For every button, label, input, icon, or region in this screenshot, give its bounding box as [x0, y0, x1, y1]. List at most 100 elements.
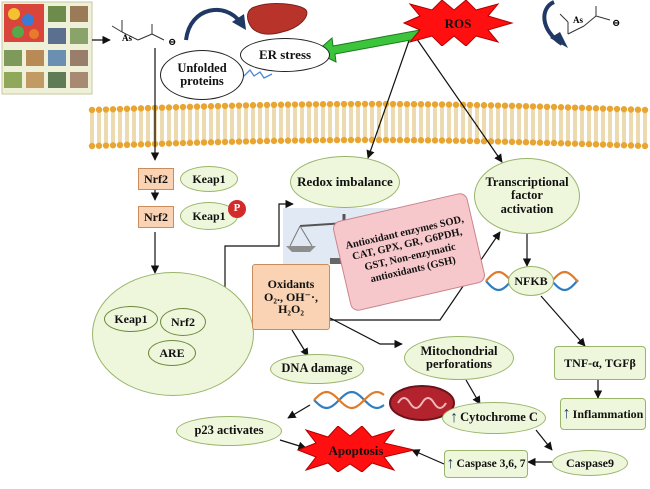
phospho-p-badge-icon: P [228, 200, 246, 218]
lipid-head [221, 138, 229, 146]
lipid-head [179, 103, 187, 111]
lipid-head [165, 140, 173, 147]
lipid-head [424, 101, 432, 108]
lipid-head [438, 101, 446, 108]
lipid-head [375, 100, 383, 108]
lipid-head [130, 105, 138, 112]
lipid-head [494, 138, 502, 145]
lipid-head [396, 100, 404, 108]
lipid-head [242, 138, 250, 145]
lipid-head [221, 102, 229, 110]
lipid-head [613, 105, 621, 113]
lipid-head [403, 100, 411, 108]
lipid-head [249, 102, 257, 109]
lipid-head [431, 137, 439, 144]
lipid-head [375, 136, 383, 144]
increase-arrow-icon: ↑ [446, 454, 455, 472]
increase-arrow-icon: ↑ [562, 404, 571, 422]
ros-label: ROS [445, 16, 472, 31]
lipid-head [403, 136, 411, 144]
lipid-head [263, 137, 271, 145]
lipid-head [312, 137, 320, 144]
lipid-head [158, 104, 166, 111]
apoptosis-label: Apoptosis [329, 443, 384, 458]
lipid-head [515, 138, 523, 146]
lipid-head [522, 103, 530, 110]
increase-arrow-icon: ↑ [450, 408, 459, 426]
lipid-head [361, 100, 369, 108]
mitochondrion-icon [389, 385, 455, 421]
lipid-head [417, 101, 425, 108]
lipid-head [214, 138, 222, 146]
lipid-head [606, 105, 614, 112]
lipid-head [494, 102, 502, 109]
lipid-head [235, 138, 243, 145]
lipid-head [347, 100, 355, 108]
er-stress-node: ER stress [240, 38, 330, 72]
lipid-head [298, 101, 306, 108]
lipid-head [319, 101, 327, 108]
lipid-head [354, 136, 362, 144]
lipid-head [144, 140, 152, 148]
lipid-head [305, 137, 313, 144]
lipid-head [627, 142, 635, 149]
lipid-head [410, 136, 418, 144]
lipid-head [95, 106, 103, 113]
lipid-head [333, 136, 341, 144]
lipid-head [424, 137, 432, 144]
lipid-head [466, 101, 474, 109]
lipid-head [557, 140, 565, 147]
arsenic-charge-left: ⊖ [168, 37, 177, 48]
lipid-head [466, 137, 474, 145]
lipid-head [228, 138, 236, 145]
lipid-head [172, 104, 180, 111]
lipid-head [284, 137, 292, 144]
lipid-head [179, 139, 187, 147]
lipid-head [571, 104, 579, 111]
apoptosis-burst: Apoptosis [296, 426, 415, 472]
lipid-head [277, 137, 285, 144]
lipid-head [123, 105, 131, 113]
lipid-head [144, 104, 152, 112]
lipid-head [88, 106, 96, 114]
caspase-367-label: Caspase 3,6, 7 [456, 457, 526, 470]
lipid-head [109, 106, 117, 113]
lipid-head [270, 137, 278, 145]
lipid-head [410, 100, 418, 108]
lipid-head [347, 136, 355, 144]
tnf-tgf-node: TNF-α, TGFβ [554, 346, 646, 380]
are-node: ARE [148, 340, 196, 366]
lipid-head [256, 137, 264, 145]
lipid-head [326, 136, 334, 144]
lipid-head [634, 142, 642, 149]
lipid-head [382, 136, 390, 144]
keap1-node-1: Keap1 [180, 166, 238, 192]
lipid-head [529, 139, 537, 146]
lipid-head [109, 142, 117, 149]
arsenic-source-collage-icon [1, 1, 93, 95]
lipid-head [501, 102, 509, 109]
lipid-head [158, 140, 166, 147]
nrf2-box-1: Nrf2 [138, 168, 174, 190]
lipid-head [235, 102, 243, 109]
nrf2-in-are: Nrf2 [160, 308, 206, 336]
lipid-head [613, 141, 621, 149]
lipid-head [193, 139, 201, 146]
lipid-head [473, 101, 481, 109]
lipid-head [116, 141, 124, 149]
lipid-head [186, 103, 194, 111]
lipid-head [578, 140, 586, 148]
lipid-head [536, 103, 544, 110]
lipid-head [151, 104, 159, 112]
unfolded-proteins-node: Unfolded proteins [160, 50, 244, 100]
inflammation-node: ↑ Inflammation [560, 398, 646, 430]
dna-helix-icon [313, 390, 385, 410]
lipid-head [123, 141, 131, 149]
lipid-head [228, 102, 236, 109]
p23-node: p23 activates [176, 416, 282, 446]
cytochrome-c-label: Cytochrome C [460, 410, 538, 425]
arsenic-charge-right: ⊖ [612, 18, 621, 29]
lipid-head [200, 103, 208, 110]
